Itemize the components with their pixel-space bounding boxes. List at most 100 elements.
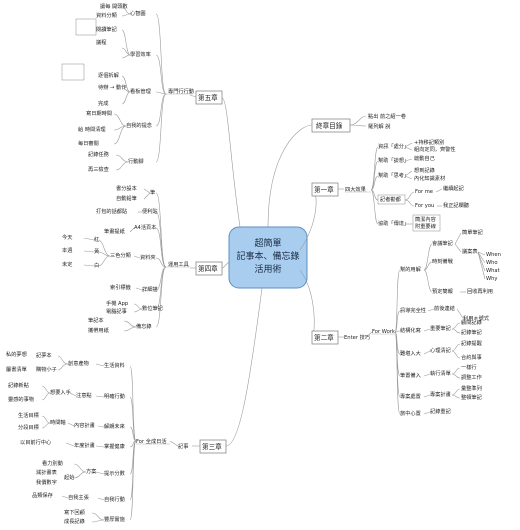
ch2-item-6-sub-2: 彙整準列: [461, 384, 482, 392]
ch5-item-2: 學習效率: [130, 50, 151, 58]
ch2-item-6: 專案處置: [400, 392, 421, 400]
chapter-2[interactable]: 第二章: [311, 330, 339, 345]
ch3-item-4-sub-1: 年度計畫: [74, 441, 95, 449]
ch2-item-1: 幫的用解: [400, 265, 421, 273]
ch1-item-1-sub-2: 組向定同，齊警性: [414, 145, 456, 153]
ch2-item-5-sub-2: 一樣行: [461, 363, 477, 371]
branch-line-ch5: [221, 97, 241, 228]
ch1-for-me: For me: [415, 189, 433, 195]
ch2-item-2-sub-1: 前後連結: [434, 304, 455, 312]
ch2-item-7-sub-1: 記錄重記: [430, 407, 451, 415]
chapter-4[interactable]: 第四章: [195, 261, 223, 276]
ch3-item-1: 生活資料: [104, 361, 125, 369]
ch1-item-5-sub-1: 簡潔內容: [415, 215, 436, 223]
ch5-main-topic: 專門行行動: [168, 87, 194, 95]
ch2-item-7: 旅中心置: [400, 409, 421, 417]
ch3-item-2-sub-4: 靈感的事物: [8, 395, 34, 403]
ch4-item-7: 備忘錄: [136, 322, 152, 330]
ch1-item-5: 協助「傳達」: [378, 219, 409, 227]
ch1-item-1-sub-1: +持移記類別: [414, 138, 444, 146]
ch2-leaf-what: What: [486, 268, 500, 274]
ch3-item-7-sub-1: 寫下回顧: [64, 508, 85, 516]
ch2-leaf-2: 議案表: [462, 247, 478, 255]
ch5-item-5: 行動腳: [128, 157, 144, 165]
chapter-4-label: 第四章: [198, 264, 218, 273]
ch3-item-7: 豐厚實施: [104, 515, 125, 523]
ch4-item-4-sub-4: 未定: [62, 260, 72, 268]
ch3-item-3: 解朗未來: [104, 422, 125, 430]
ch2-main-topic: Enter 技巧: [344, 333, 370, 341]
ch3-item-3-sub-1: 內容計畫: [74, 421, 95, 429]
ch2-item-5-sub-3: 調整工作: [461, 373, 482, 381]
ch2-item-5: 筆置備入: [400, 371, 421, 379]
ch2-item-3-sub-3: 記錄筆記: [461, 328, 482, 336]
ch4-item-5-sub-1: 索引標籤: [110, 283, 131, 291]
ch3-leaf-4: 屬書清單: [6, 365, 27, 373]
ch2-leaf-3: 回收再利用: [467, 287, 493, 295]
chapter-intro[interactable]: 終章目錄: [311, 118, 351, 133]
ch3-item-5-sub-2: 看力別動: [42, 459, 63, 467]
ch5-item-3-sub-2: 待辦 → 動作: [98, 83, 126, 91]
ch1-item-3-sub-1: 想到記錄: [414, 166, 435, 174]
ch5-item-3-sub-1: 逐個拆解: [98, 71, 119, 79]
ch3-for-life: For 全成日活: [136, 437, 167, 445]
ch2-item-6-sub-1: 專案計畫: [430, 390, 451, 398]
ch5-item-4-sub-3: 每日審閱: [78, 139, 99, 147]
ch2-item-3-sub-1: 重要筆記: [430, 324, 451, 332]
ch2-item-4-sub-2: 心理清記: [430, 346, 451, 354]
ch3-item-2-sub-2: 想要入手: [50, 388, 71, 396]
ch5-item-3-sub-3: 完成: [98, 99, 108, 107]
ch3-item-2: 明確行動: [104, 392, 125, 400]
ch3-item-5-sub-4: 起始: [64, 473, 75, 481]
ch4-item-1: 筆: [150, 188, 155, 196]
ch3-leaf-2: 購物小子: [36, 365, 57, 373]
chapter-2-label: 第二章: [314, 333, 334, 342]
ch3-item-3-sub-3: 生活目標: [18, 411, 40, 419]
ch2-item-1-sub-1: 會議筆記: [432, 239, 453, 247]
ch4-main-topic: 運用工具: [168, 261, 189, 268]
ch5-item-4-sub-1: 寫日期時間: [86, 109, 112, 117]
ch5-item-2-sub-2: 議程: [96, 38, 106, 46]
ch4-item-4-sub-5: 紅: [94, 235, 99, 243]
ch5-item-3: 看板管理: [130, 87, 152, 95]
ch3-item-7-sub-2: 成長記錄: [64, 517, 85, 525]
ch1-item-4[interactable]: 記者勸都: [377, 194, 406, 205]
central-topic-line-2: 記事本、備忘錄: [236, 250, 299, 262]
ch3-item-2-sub-1: 注意點: [76, 391, 92, 399]
ch2-item-5-sub-1: 執行清單: [430, 369, 451, 377]
ch4-item-6-sub-1: 手機 App: [106, 299, 129, 307]
ch4-item-3: A4活頁本: [134, 223, 156, 231]
branch-line-ch3: [225, 287, 263, 447]
ch2-leaf-why: Why: [486, 276, 498, 282]
intro-point-1: 點出 前之紹一卷: [368, 112, 407, 120]
ch1-for-me-leaf: 繼續起記: [443, 184, 464, 192]
chapter-3-label: 第三章: [202, 442, 222, 451]
chapter-1-label: 第一章: [314, 185, 334, 194]
ch4-item-1-sub-1: 書分設本: [116, 184, 137, 192]
ch2-leaf-1: 簡單筆記: [462, 228, 483, 236]
ch2-item-3: 結構化寫: [400, 326, 421, 334]
ch3-item-5-sub-1: 方案: [86, 467, 97, 475]
ch4-item-5: 詳細描: [142, 285, 158, 293]
ch3-main-topic: 記事: [178, 442, 188, 450]
ch4-item-4-sub-1: 三色分類: [110, 251, 132, 259]
chapter-1[interactable]: 第一章: [311, 182, 339, 197]
ch4-item-1-sub-2: 自動鉛筆: [116, 194, 137, 202]
branch-line-intro: [267, 124, 313, 228]
ch5-item-1: 心智圖: [130, 9, 146, 17]
ch2-item-1-sub-2: 時刻備戰: [432, 257, 454, 265]
ch3-item-6-sub-2: 品類保存: [32, 491, 53, 499]
central-topic[interactable]: 超簡單 記事本、備忘錄 活用術: [228, 226, 308, 289]
ch4-item-2-sub-1: 打包的話都貼: [96, 207, 127, 215]
ch3-item-5-sub-3: 減計畫表: [36, 468, 58, 476]
ch2-item-4-sub-1: 記錄提醒: [461, 339, 482, 347]
ch5-item-1-sub-2: 資料分類: [96, 11, 118, 19]
ch1-item-2: 幫助「談想」: [378, 156, 409, 164]
chapter-5[interactable]: 第五章: [195, 90, 223, 105]
chapter-3[interactable]: 第三章: [199, 439, 227, 454]
ch3-item-5: 提示分數: [104, 469, 125, 477]
ch5-item-5-sub-1: 記錄任務: [88, 150, 110, 158]
ch5-item-1-sub-1: 讓每 開頭數: [100, 2, 128, 10]
ch1-item-3: 幫助「思考」: [378, 171, 409, 179]
ch3-item-4-sub-2: 以目前行中心: [20, 438, 51, 446]
